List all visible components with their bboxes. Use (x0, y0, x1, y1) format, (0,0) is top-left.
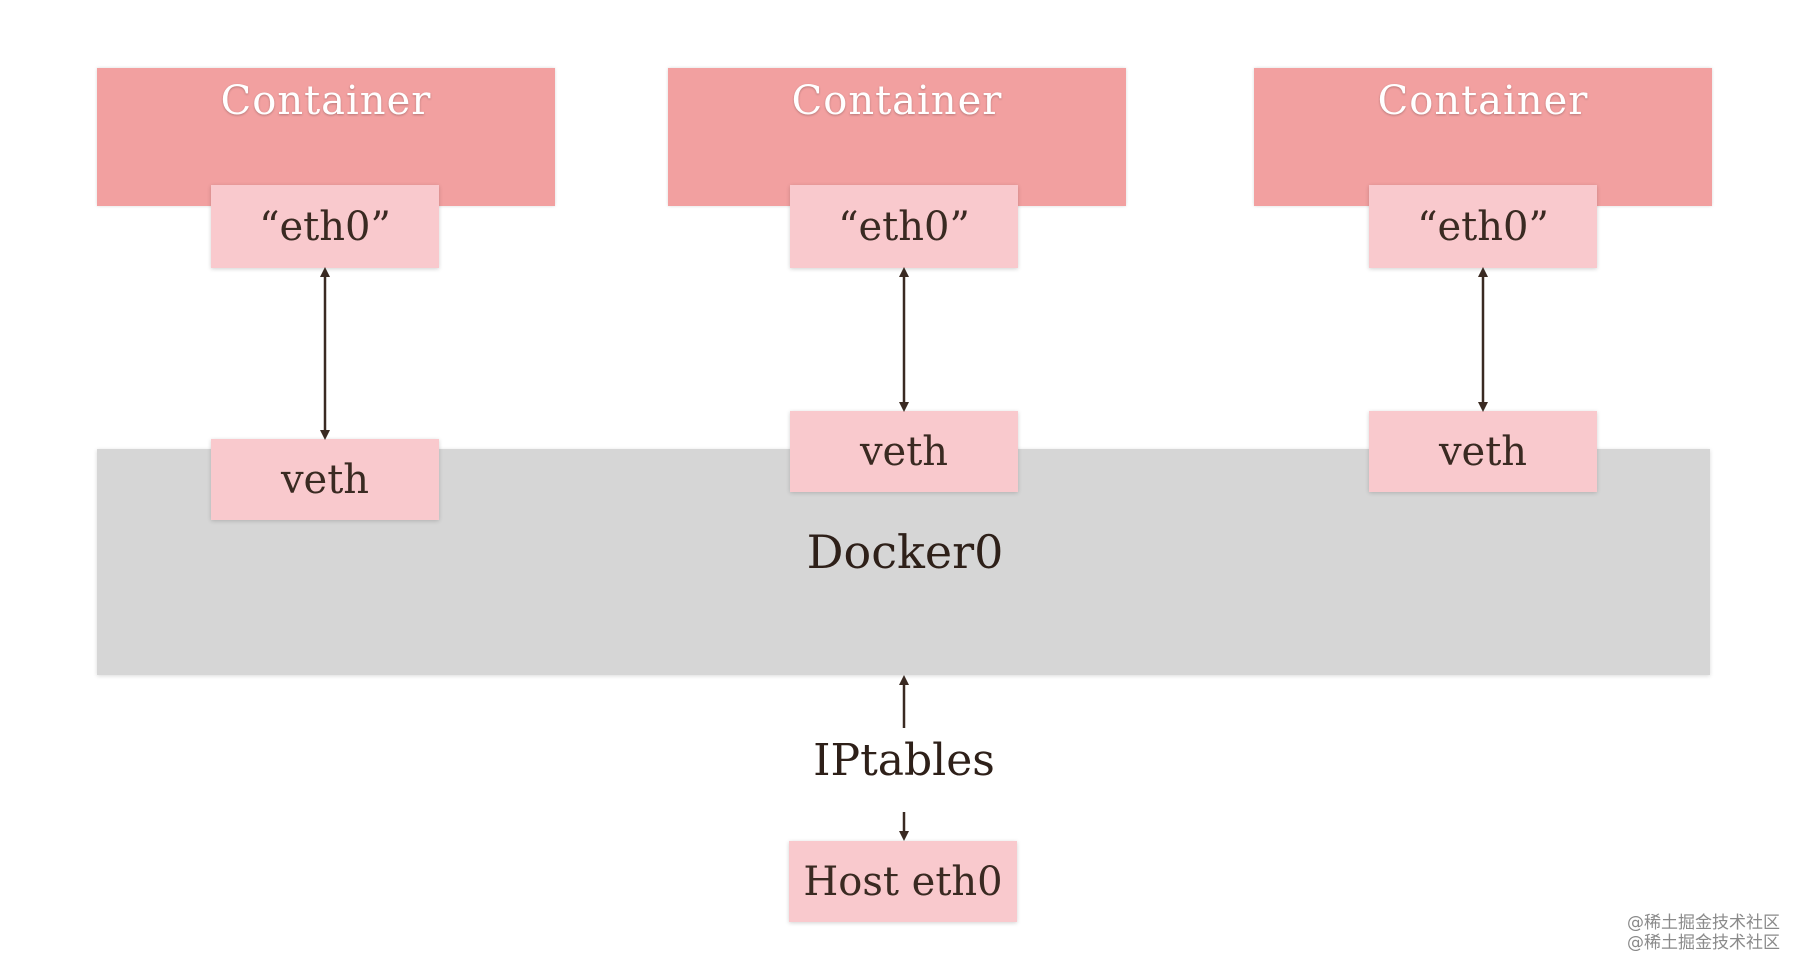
container-2-veth: veth (790, 411, 1018, 492)
iptables-label: IPtables (813, 735, 995, 786)
container-1: Container (97, 68, 555, 206)
host-eth0: Host eth0 (789, 841, 1017, 922)
container-3: Container (1254, 68, 1712, 206)
container-1-veth: veth (211, 439, 439, 520)
watermark-line-1: @稀土掘金技术社区 (1627, 913, 1780, 933)
container-2: Container (668, 68, 1126, 206)
container-1-label: Container (220, 78, 432, 124)
container-2-eth0: “eth0” (790, 185, 1018, 268)
watermark: @稀土掘金技术社区 @稀土掘金技术社区 (1520, 913, 1780, 953)
container-3-veth: veth (1369, 411, 1597, 492)
container-2-label: Container (791, 78, 1003, 124)
container-1-eth0: “eth0” (211, 185, 439, 268)
container-3-label: Container (1377, 78, 1589, 124)
container-3-eth0: “eth0” (1369, 185, 1597, 268)
watermark-line-2: @稀土掘金技术社区 (1627, 933, 1780, 953)
docker0-label: Docker0 (806, 525, 1004, 579)
